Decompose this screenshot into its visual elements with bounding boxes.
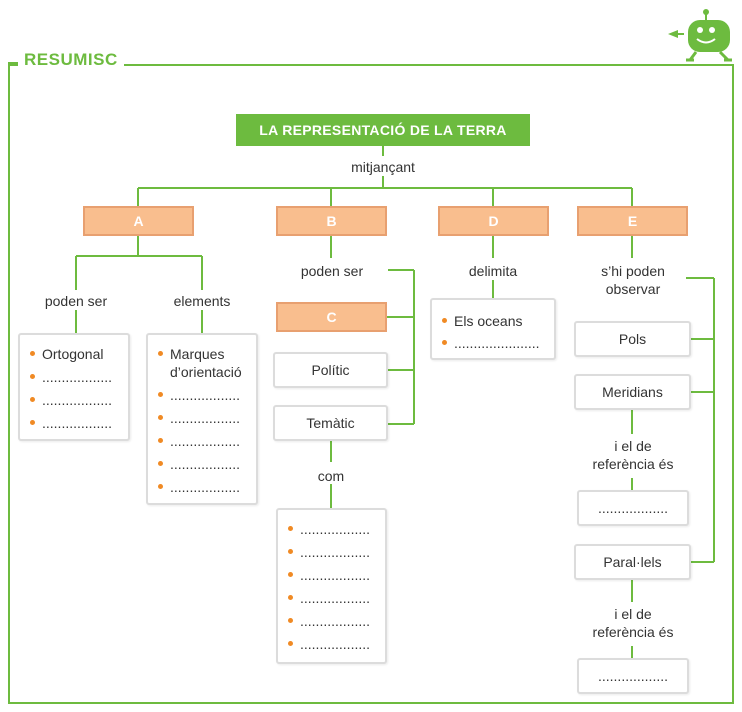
e-parallels: Paral·lels [574,544,691,580]
a-projections-box: Ortogonal...............................… [18,333,130,441]
b-com-list: ........................................… [288,520,370,658]
list-item: .................. [288,589,370,607]
green-robot-icon [668,9,732,62]
list-item: .................. [158,409,254,427]
d-connector: delimita [468,263,518,279]
list-item: .................. [158,386,254,404]
node-d: D [438,206,549,236]
node-e: E [577,206,688,236]
list-item: .................. [288,543,370,561]
header-rule [8,62,20,66]
node-b: B [276,206,387,236]
connector-mitjancant: mitjançant [351,159,415,175]
summary-frame [8,64,734,704]
e-pols: Pols [574,321,691,357]
list-item: .................. [158,478,254,496]
list-item: Ortogonal [30,345,112,363]
b-option-tematic: Temàtic [273,405,388,441]
list-item: Els oceans [442,312,540,330]
a-left-connector: poden ser [44,293,108,309]
list-item: .................. [288,635,370,653]
list-item: .................. [158,455,254,473]
list-item: Marques d’orientació [158,345,254,381]
node-c: C [276,302,387,332]
list-item: .................. [288,566,370,584]
b-connector: poden ser [300,263,364,279]
node-a: A [83,206,194,236]
a-right-connector: elements [173,293,231,309]
e-ref1: i el de referència és [592,438,674,472]
d-box: Els oceans...................... [430,298,556,360]
diagram-title: LA REPRESENTACIÓ DE LA TERRA [236,114,530,146]
e-ref2: i el de referència és [592,606,674,640]
a-elements-list: Marques d’orientació....................… [158,345,254,501]
e-meridians: Meridians [574,374,691,410]
e-ans1: .................. [577,490,689,526]
list-item: .................. [158,432,254,450]
e-ans2: .................. [577,658,689,694]
b-com-box: ........................................… [276,508,387,664]
a-elements-box: Marques d’orientació....................… [146,333,258,505]
list-item: .................. [288,612,370,630]
list-item: .................. [30,391,112,409]
arrow-left-icon [668,30,678,38]
section-title: RESUMISC [18,50,124,70]
list-item: .................. [30,368,112,386]
b-option-politic: Polític [273,352,388,388]
list-item: .................. [30,414,112,432]
list-item: ...................... [442,334,540,352]
list-item: .................. [288,520,370,538]
e-connector: s’hi poden observar [601,263,665,297]
d-list: Els oceans...................... [442,312,540,356]
a-projections-list: Ortogonal...............................… [30,345,112,437]
b-com-connector: com [317,468,345,484]
